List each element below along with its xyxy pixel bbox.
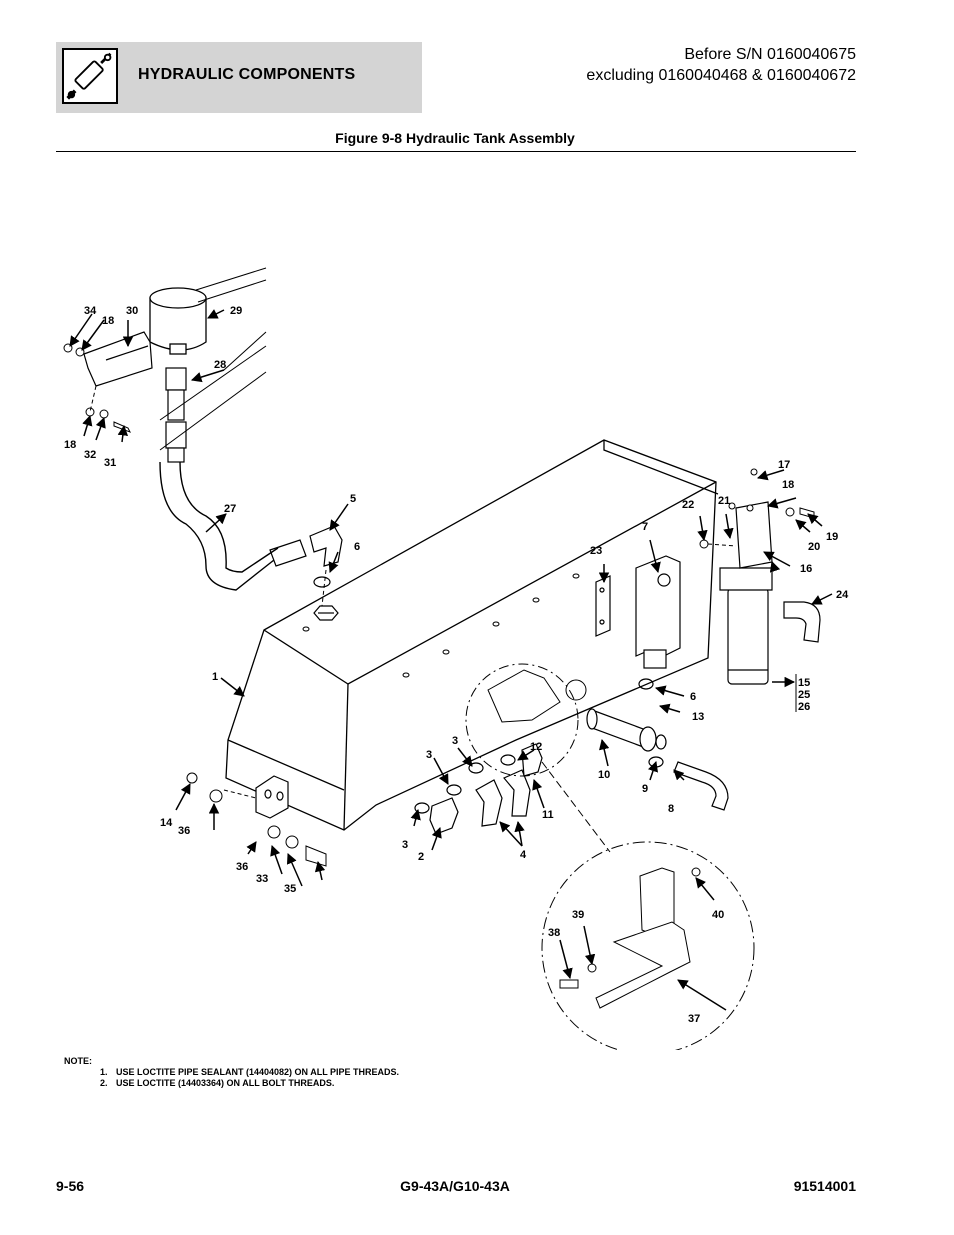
callout-9: 9 bbox=[642, 783, 648, 795]
callout-22: 22 bbox=[682, 499, 694, 511]
callout-18: 18 bbox=[782, 479, 794, 491]
note-item: 2.USE LOCTITE (14403364) ON ALL BOLT THR… bbox=[100, 1078, 335, 1088]
callout-18: 18 bbox=[102, 315, 114, 327]
callout-3: 3 bbox=[452, 735, 458, 747]
filter-housing bbox=[719, 501, 773, 685]
hydraulic-tank-diagram: 1 2 3 3 3 4 5 6 6 7 8 9 10 11 12 13 14 1… bbox=[56, 250, 856, 1055]
bracket-detail-view bbox=[541, 761, 755, 1055]
callout-1: 1 bbox=[212, 671, 218, 683]
callout-36: 36 bbox=[178, 825, 190, 837]
callout-10: 10 bbox=[598, 769, 610, 781]
callout-39: 39 bbox=[572, 909, 584, 921]
callout-13: 13 bbox=[692, 711, 704, 723]
callout-40: 40 bbox=[712, 909, 724, 921]
serial-number-note: Before S/N 0160040675 excluding 01600404… bbox=[586, 44, 856, 86]
return-filter bbox=[635, 555, 681, 669]
callout-14: 14 bbox=[160, 817, 173, 829]
callout-6: 6 bbox=[690, 691, 696, 703]
callout-34: 34 bbox=[84, 305, 97, 317]
serial-line-1: Before S/N 0160040675 bbox=[684, 46, 856, 63]
callout-16: 16 bbox=[800, 563, 812, 575]
callout-37: 37 bbox=[688, 1013, 700, 1025]
callout-23: 23 bbox=[590, 545, 602, 557]
hydraulic-hose bbox=[159, 461, 279, 591]
page-number: 9-56 bbox=[56, 1178, 85, 1194]
callout-4: 4 bbox=[520, 849, 527, 861]
callout-28: 28 bbox=[214, 359, 226, 371]
header-divider bbox=[56, 151, 856, 152]
callout-19: 19 bbox=[826, 531, 838, 543]
callout-33: 33 bbox=[256, 873, 268, 885]
section-title: HYDRAULIC COMPONENTS bbox=[138, 66, 356, 83]
filler-cap bbox=[313, 605, 339, 621]
section-header: HYDRAULIC COMPONENTS bbox=[56, 42, 422, 113]
callout-26: 26 bbox=[798, 701, 810, 713]
callout-7: 7 bbox=[642, 521, 648, 533]
callout-36: 36 bbox=[236, 861, 248, 873]
suction-strainer bbox=[586, 708, 667, 752]
note-item: 1.USE LOCTITE PIPE SEALANT (14404082) ON… bbox=[100, 1067, 400, 1077]
callout-2: 2 bbox=[418, 851, 424, 863]
callout-30: 30 bbox=[126, 305, 138, 317]
callout-38: 38 bbox=[548, 927, 560, 939]
callout-3: 3 bbox=[402, 839, 408, 851]
callout-31: 31 bbox=[104, 457, 116, 469]
callout-15: 15 bbox=[798, 677, 810, 689]
callout-20: 20 bbox=[808, 541, 820, 553]
callout-24: 24 bbox=[836, 589, 849, 601]
callout-17: 17 bbox=[778, 459, 790, 471]
callout-5: 5 bbox=[350, 493, 356, 505]
callout-8: 8 bbox=[668, 803, 674, 815]
model-number: G9-43A/G10-43A bbox=[400, 1178, 510, 1194]
callout-29: 29 bbox=[230, 305, 242, 317]
hydraulic-cylinder-icon bbox=[62, 48, 118, 104]
callout-12: 12 bbox=[530, 741, 542, 753]
callout-35: 35 bbox=[284, 883, 296, 895]
callout-11: 11 bbox=[542, 809, 554, 821]
hydraulic-tank bbox=[225, 439, 719, 831]
breather-cap bbox=[149, 287, 207, 355]
callout-3: 3 bbox=[426, 749, 432, 761]
figure-title: Figure 9-8 Hydraulic Tank Assembly bbox=[335, 130, 575, 146]
notes-label: NOTE: bbox=[64, 1056, 92, 1066]
callout-27: 27 bbox=[224, 503, 236, 515]
document-number: 91514001 bbox=[793, 1178, 856, 1194]
callout-6: 6 bbox=[354, 541, 360, 553]
notes-block: NOTE: 1.USE LOCTITE PIPE SEALANT (144040… bbox=[64, 1056, 399, 1089]
callout-32: 32 bbox=[84, 449, 96, 461]
callout-25: 25 bbox=[798, 689, 810, 701]
callout-18: 18 bbox=[64, 439, 76, 451]
serial-line-2: excluding 0160040468 & 0160040672 bbox=[586, 67, 856, 84]
callout-21: 21 bbox=[718, 495, 730, 507]
